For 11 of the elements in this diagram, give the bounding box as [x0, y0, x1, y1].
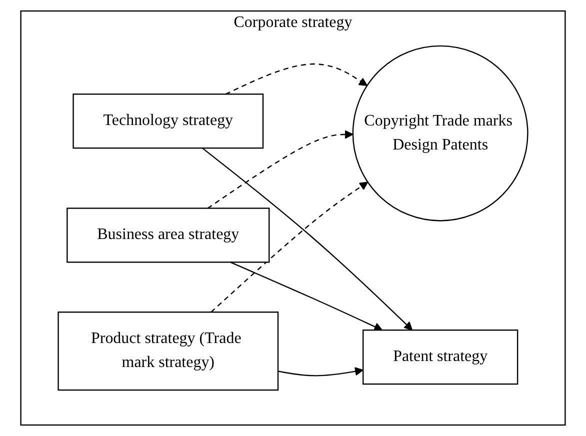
node-box: Patent strategy	[362, 330, 518, 385]
arrow	[207, 130, 354, 209]
arrow	[225, 63, 368, 95]
node-circle: Copyright Trade marks Design Patents	[352, 45, 528, 222]
arrow	[278, 367, 364, 376]
arrow	[230, 262, 383, 331]
arrow	[210, 182, 368, 313]
arrow	[202, 148, 413, 331]
node-box: Product strategy (Trade mark strategy)	[58, 312, 279, 391]
node-box: Technology strategy	[72, 94, 264, 149]
node-box: Business area strategy	[66, 208, 270, 263]
